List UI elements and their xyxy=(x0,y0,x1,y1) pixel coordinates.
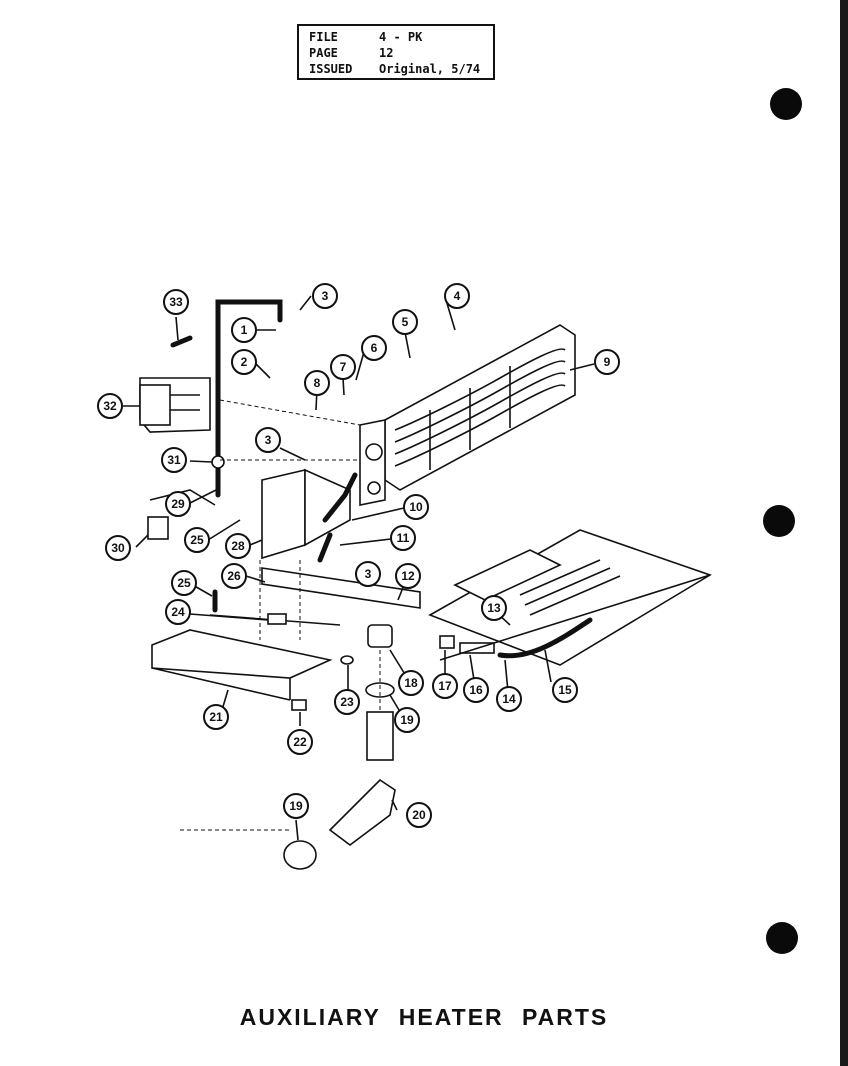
callout-11: 11 xyxy=(390,525,416,551)
svg-text:3: 3 xyxy=(365,567,372,581)
callout-20: 20 xyxy=(406,802,432,828)
callout-5: 5 xyxy=(392,309,418,335)
file-value: 4 - PK xyxy=(379,30,423,44)
issued-label: ISSUED xyxy=(309,62,353,76)
callout-26: 26 xyxy=(221,563,247,589)
binder-hole-bottom xyxy=(766,922,798,954)
control-box-assembly xyxy=(147,468,358,563)
callout-21: 21 xyxy=(203,704,229,730)
svg-text:5: 5 xyxy=(402,315,409,329)
issued-value: Original, 5/74 xyxy=(379,62,481,76)
svg-text:8: 8 xyxy=(314,376,321,390)
callout-10: 10 xyxy=(403,494,429,520)
base-tray xyxy=(428,529,712,666)
left-tube-assembly xyxy=(139,299,283,498)
callout-12: 12 xyxy=(395,563,421,589)
callout-4: 4 xyxy=(444,283,470,309)
callout-3c: 3 xyxy=(355,561,381,587)
svg-text:2: 2 xyxy=(241,355,248,369)
svg-text:22: 22 xyxy=(293,735,307,749)
callout-8: 8 xyxy=(304,370,330,396)
callout-24: 24 xyxy=(165,599,191,625)
callout-19b: 19 xyxy=(283,793,309,819)
svg-text:9: 9 xyxy=(604,355,611,369)
svg-text:21: 21 xyxy=(209,710,223,724)
callout-19a: 19 xyxy=(394,707,420,733)
callout-3a: 3 xyxy=(312,283,338,309)
callout-9: 9 xyxy=(594,349,620,375)
callout-23: 23 xyxy=(334,689,360,715)
binder-hole-middle xyxy=(763,505,795,537)
callout-14: 14 xyxy=(496,686,522,712)
svg-text:15: 15 xyxy=(558,683,572,697)
callout-17: 17 xyxy=(432,673,458,699)
svg-text:16: 16 xyxy=(469,683,483,697)
svg-text:14: 14 xyxy=(502,692,516,706)
page-label: PAGE xyxy=(309,46,338,60)
scan-edge xyxy=(840,0,848,1066)
svg-text:1: 1 xyxy=(241,323,248,337)
page-row: PAGE 12 xyxy=(309,45,483,61)
callout-2: 2 xyxy=(231,349,257,375)
callout-31: 31 xyxy=(161,447,187,473)
svg-text:4: 4 xyxy=(454,289,461,303)
svg-text:29: 29 xyxy=(171,497,185,511)
callout-1: 1 xyxy=(231,317,257,343)
callout-22: 22 xyxy=(287,729,313,755)
svg-text:20: 20 xyxy=(412,808,426,822)
callout-13: 13 xyxy=(481,595,507,621)
file-info-box: FILE 4 - PK PAGE 12 ISSUED Original, 5/7… xyxy=(297,24,495,80)
issued-row: ISSUED Original, 5/74 xyxy=(309,61,483,77)
callout-32: 32 xyxy=(97,393,123,419)
svg-text:3: 3 xyxy=(265,433,272,447)
callout-33: 33 xyxy=(163,289,189,315)
bottom-cover xyxy=(151,629,333,711)
callout-6: 6 xyxy=(361,335,387,361)
svg-text:18: 18 xyxy=(404,676,418,690)
svg-text:32: 32 xyxy=(103,399,117,413)
svg-text:24: 24 xyxy=(171,605,185,619)
assembly-guides xyxy=(180,399,381,831)
svg-text:25: 25 xyxy=(177,576,191,590)
svg-text:26: 26 xyxy=(227,569,241,583)
callout-25b: 25 xyxy=(171,570,197,596)
svg-text:31: 31 xyxy=(167,453,181,467)
callout-30: 30 xyxy=(105,535,131,561)
callout-25a: 25 xyxy=(184,527,210,553)
callout-7: 7 xyxy=(330,354,356,380)
file-label: FILE xyxy=(309,30,338,44)
callout-28: 28 xyxy=(225,533,251,559)
svg-text:12: 12 xyxy=(401,569,415,583)
callout-3b: 3 xyxy=(255,427,281,453)
svg-text:11: 11 xyxy=(397,531,410,545)
callout-29: 29 xyxy=(165,491,191,517)
callout-15: 15 xyxy=(552,677,578,703)
file-row: FILE 4 - PK xyxy=(309,29,483,45)
heater-coil-assembly xyxy=(359,324,576,506)
callout-16: 16 xyxy=(463,677,489,703)
svg-text:19: 19 xyxy=(289,799,303,813)
svg-text:17: 17 xyxy=(438,679,452,693)
svg-text:19: 19 xyxy=(400,713,414,727)
svg-text:3: 3 xyxy=(322,289,329,303)
svg-text:6: 6 xyxy=(371,341,378,355)
svg-text:30: 30 xyxy=(111,541,125,555)
svg-text:23: 23 xyxy=(340,695,354,709)
svg-text:7: 7 xyxy=(340,360,347,374)
callout-18: 18 xyxy=(398,670,424,696)
diagram-title: AUXILIARY HEATER PARTS xyxy=(239,1004,609,1030)
svg-text:13: 13 xyxy=(487,601,501,615)
svg-text:10: 10 xyxy=(409,500,423,514)
binder-hole-top xyxy=(770,88,802,120)
page-value: 12 xyxy=(379,46,394,60)
drain-fitting xyxy=(283,624,396,870)
svg-text:28: 28 xyxy=(231,539,245,553)
svg-text:25: 25 xyxy=(190,533,204,547)
svg-text:33: 33 xyxy=(169,295,183,309)
